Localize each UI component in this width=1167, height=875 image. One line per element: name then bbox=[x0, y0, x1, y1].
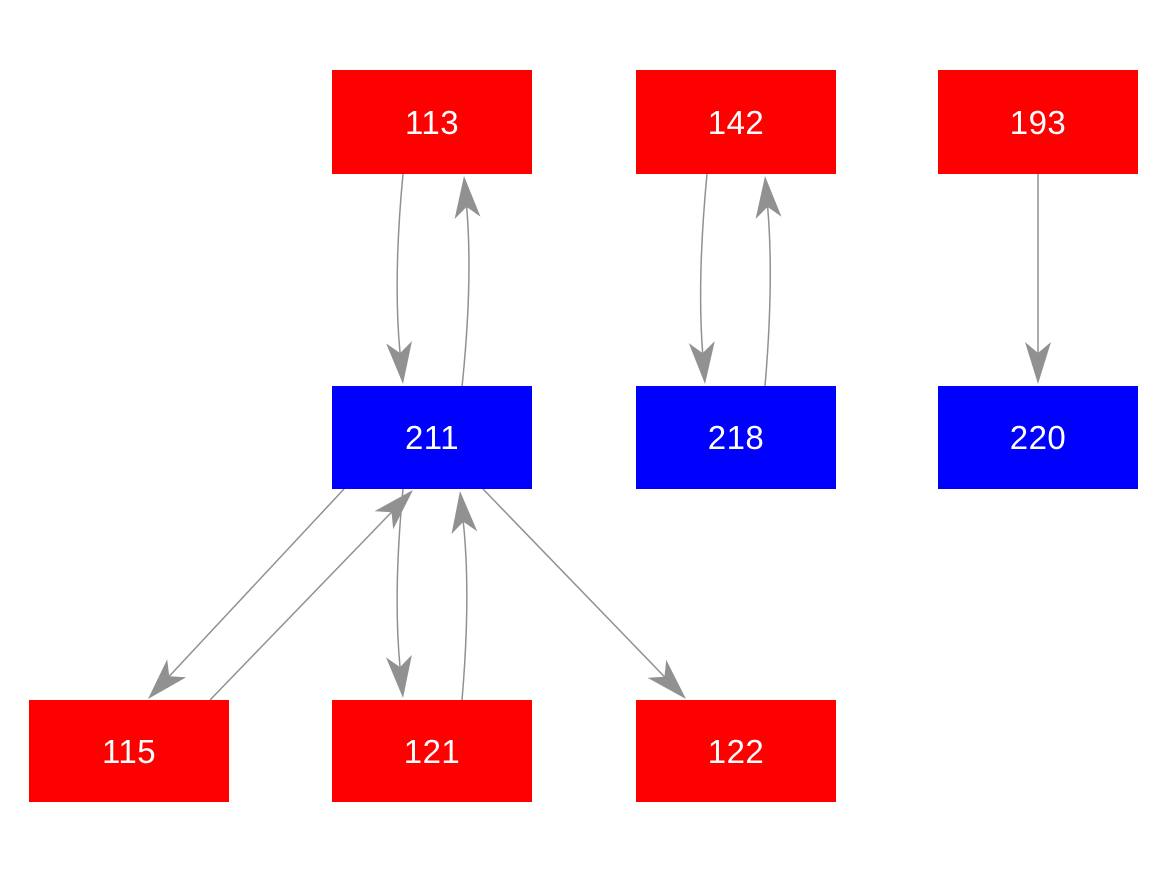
edge-142-218 bbox=[688, 173, 715, 384]
node-label: 218 bbox=[707, 419, 765, 456]
node-label: 142 bbox=[707, 103, 765, 141]
node-label: 220 bbox=[1009, 419, 1067, 456]
edge-211-122 bbox=[482, 488, 686, 699]
node-label: 193 bbox=[1009, 103, 1067, 141]
arrowhead-icon bbox=[454, 176, 481, 219]
edge-line bbox=[461, 206, 470, 388]
edge-line bbox=[396, 488, 404, 668]
edge-line bbox=[764, 206, 772, 387]
node-193: 193 bbox=[938, 70, 1138, 174]
edge-115-211 bbox=[209, 490, 413, 701]
edge-211-121 bbox=[386, 488, 412, 698]
edge-211-115 bbox=[148, 488, 345, 699]
arrowhead-icon bbox=[386, 654, 412, 698]
node-label: 115 bbox=[101, 732, 157, 770]
node-113: 113 bbox=[332, 70, 532, 174]
node-122: 122 bbox=[636, 700, 836, 802]
arrowhead-icon bbox=[451, 491, 478, 535]
edge-218-142 bbox=[755, 176, 782, 387]
edge-113-211 bbox=[386, 173, 412, 384]
node-label: 121 bbox=[403, 732, 461, 770]
node-218: 218 bbox=[636, 386, 836, 489]
edge-121-211 bbox=[451, 491, 478, 701]
node-label: 113 bbox=[404, 103, 460, 141]
edge-line bbox=[699, 173, 708, 354]
arrowhead-icon bbox=[1025, 342, 1051, 384]
node-label: 122 bbox=[707, 732, 765, 770]
arrowhead-icon bbox=[755, 176, 782, 219]
edge-line bbox=[482, 488, 665, 678]
node-211: 211 bbox=[332, 386, 532, 489]
arrowhead-icon bbox=[647, 659, 686, 699]
edge-line bbox=[168, 488, 345, 677]
edge-line bbox=[396, 173, 404, 354]
arrowhead-icon bbox=[688, 341, 715, 384]
node-label: 211 bbox=[404, 419, 460, 456]
edge-193-220 bbox=[1025, 174, 1051, 384]
arrowhead-icon bbox=[386, 341, 412, 384]
node-142: 142 bbox=[636, 70, 836, 174]
arrowhead-icon bbox=[374, 490, 413, 530]
edge-line bbox=[461, 521, 468, 701]
node-121: 121 bbox=[332, 700, 532, 802]
node-115: 115 bbox=[29, 700, 229, 802]
edge-line bbox=[209, 511, 392, 701]
edge-211-113 bbox=[454, 176, 481, 388]
arrowhead-icon bbox=[148, 659, 187, 699]
node-220: 220 bbox=[938, 386, 1138, 489]
